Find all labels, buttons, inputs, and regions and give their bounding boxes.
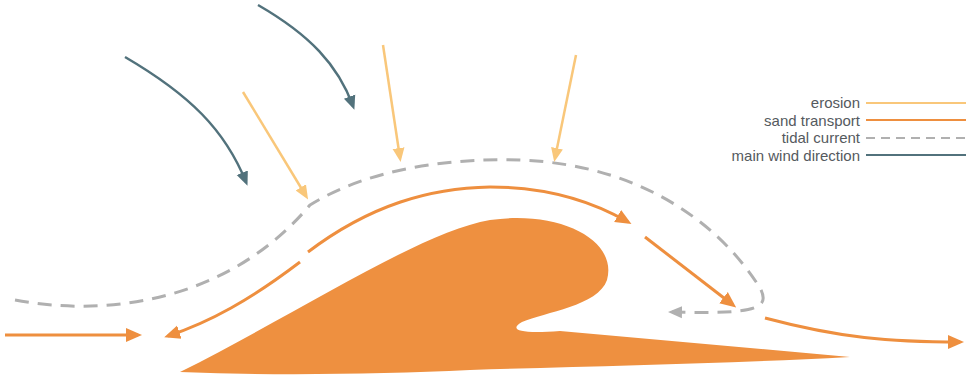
erosion-arrow — [555, 55, 576, 158]
erosion-arrow — [243, 92, 306, 196]
legend-entry: main wind direction — [666, 147, 966, 165]
sand-transport — [765, 318, 960, 342]
legend-text: tidal current — [782, 129, 860, 146]
erosion-arrow — [383, 45, 400, 158]
legend-sample — [866, 135, 966, 141]
legend-entry: erosion — [666, 94, 966, 112]
sand-transport — [645, 237, 733, 305]
wind-arrow — [125, 57, 246, 182]
legend-sample — [866, 100, 966, 106]
legend-sample — [866, 117, 966, 123]
legend-text: main wind direction — [732, 147, 860, 164]
sandbank — [180, 218, 850, 374]
sand-transport — [5, 334, 138, 337]
wind-arrow — [258, 5, 353, 106]
legend-text: erosion — [811, 94, 860, 111]
sand-transport — [168, 262, 300, 336]
legend-text: sand transport — [764, 112, 860, 129]
legend-sample — [866, 152, 966, 158]
sand-transport — [308, 187, 628, 252]
legend: erosionsand transporttidal currentmain w… — [666, 94, 966, 164]
legend-entry: sand transport — [666, 112, 966, 130]
legend-entry: tidal current — [666, 129, 966, 147]
tidal-current — [15, 160, 763, 313]
